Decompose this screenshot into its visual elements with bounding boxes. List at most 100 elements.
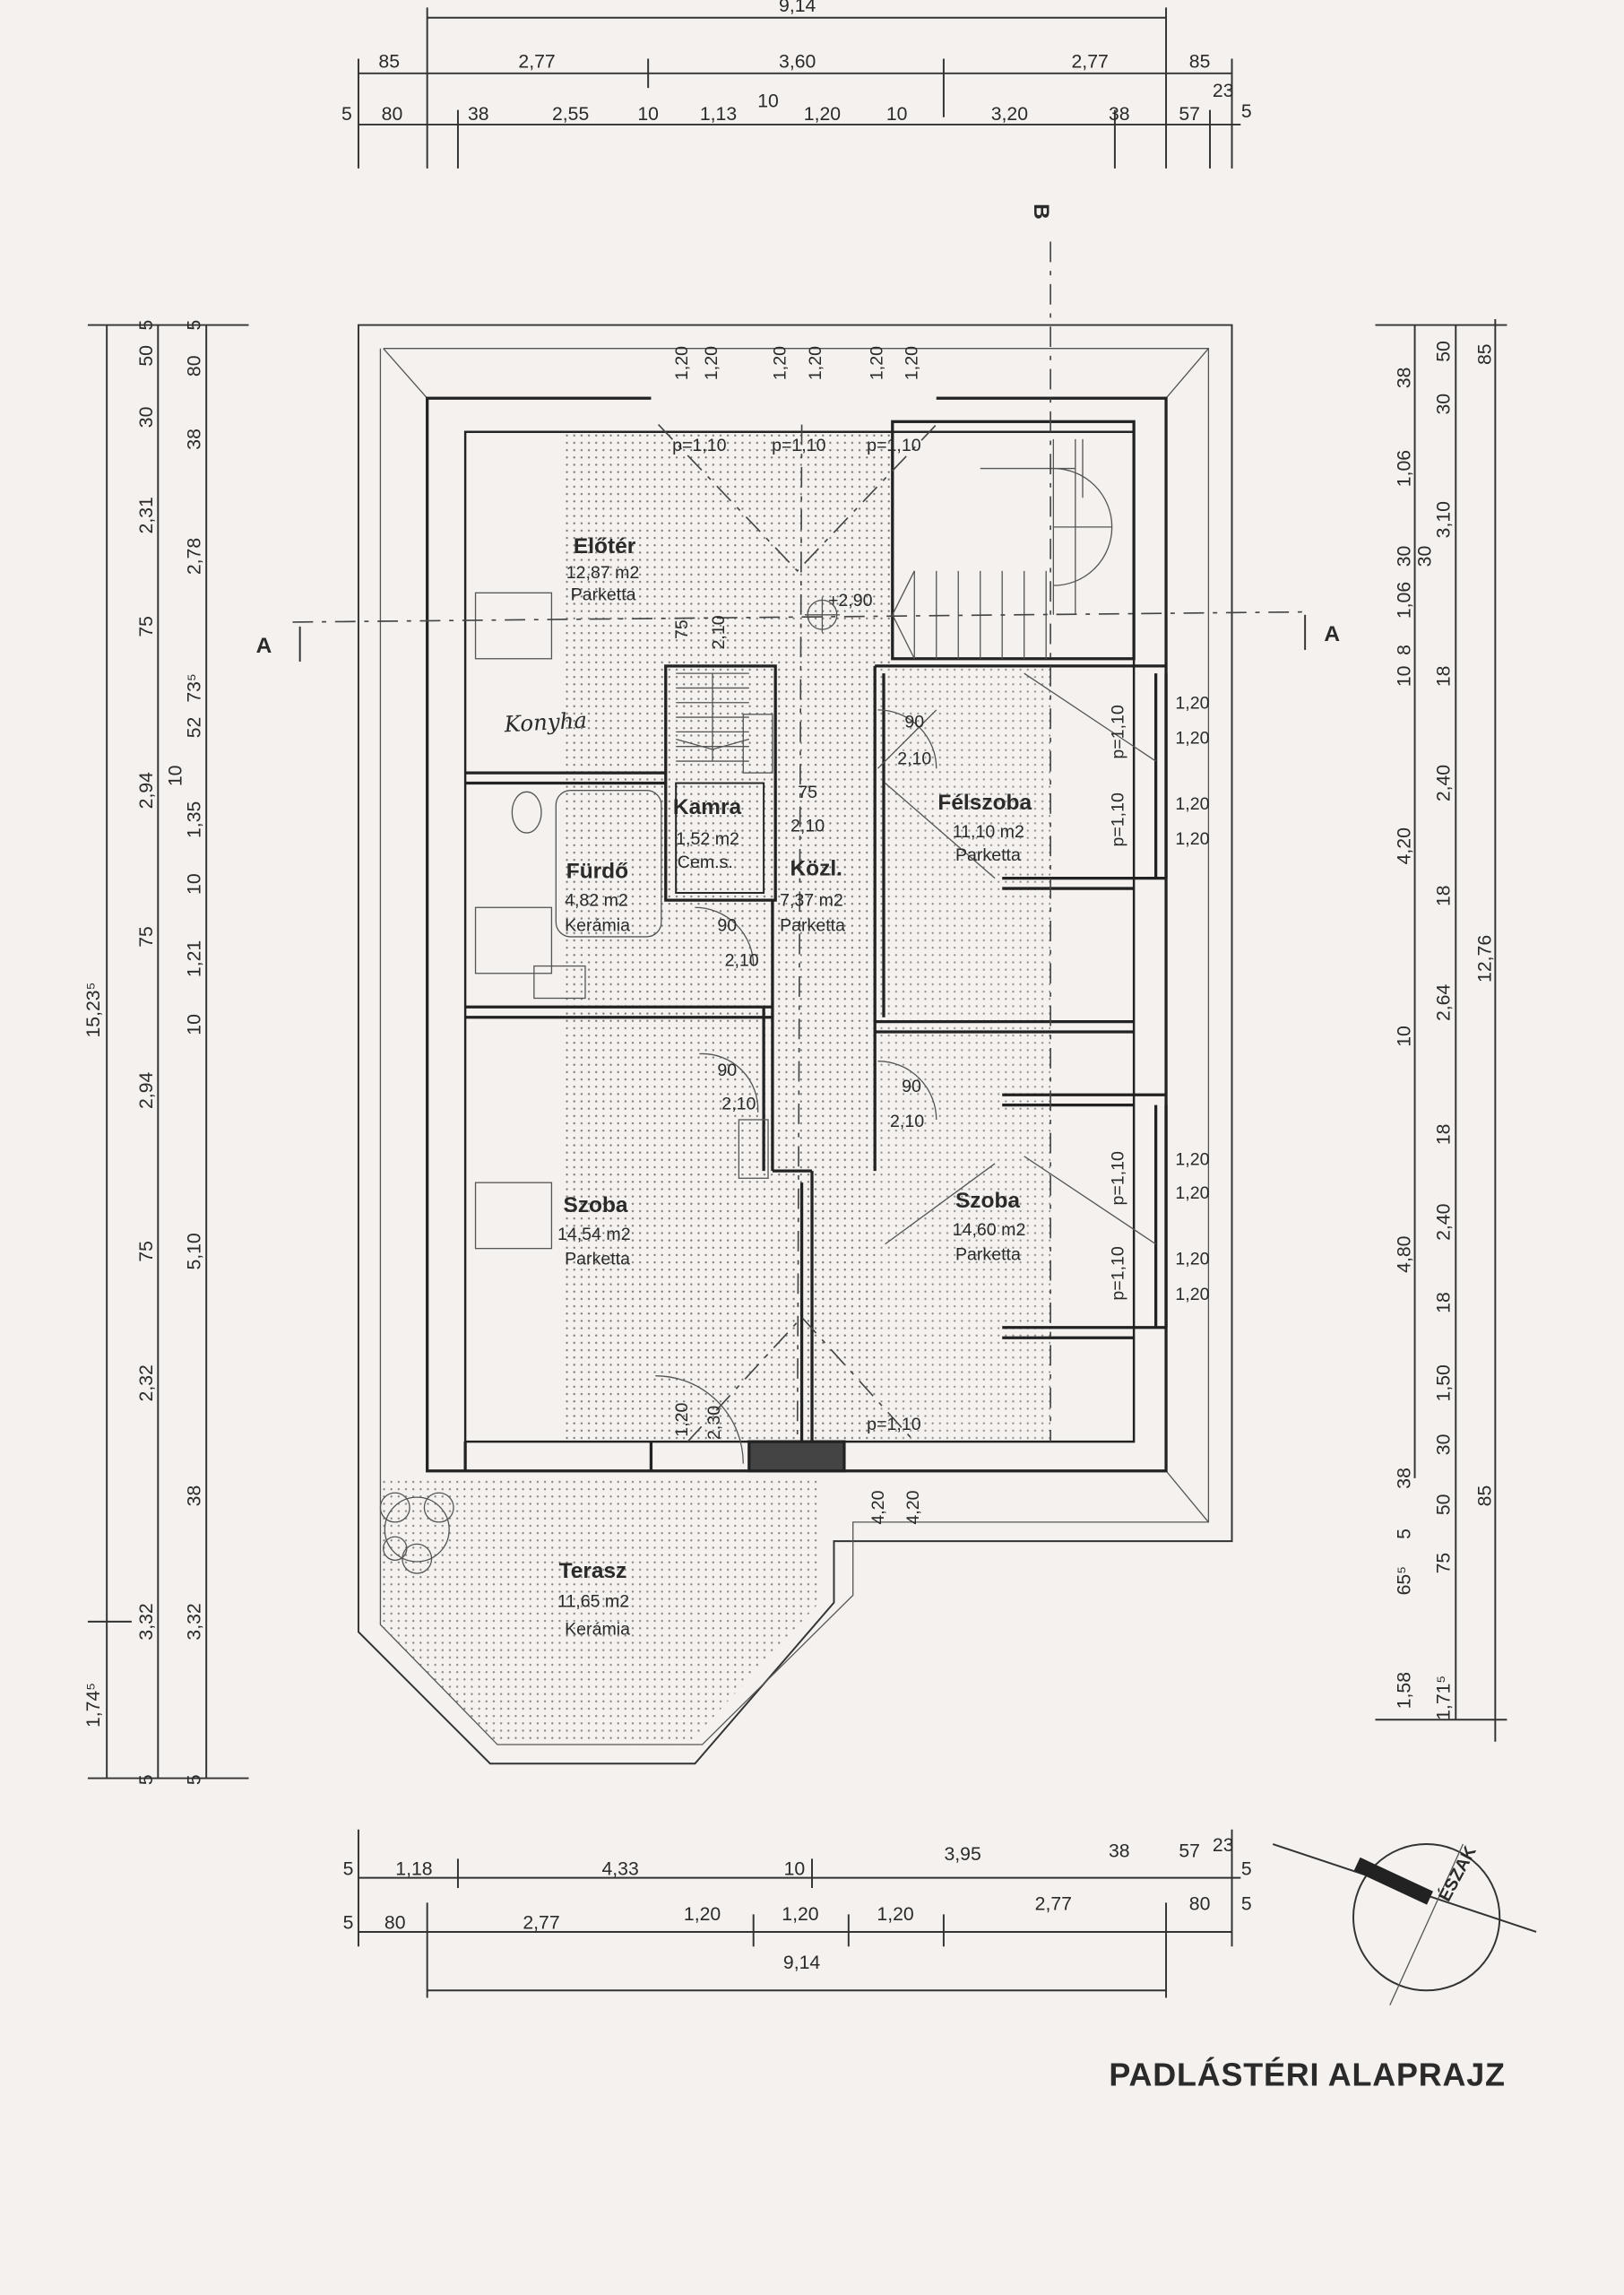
room-name: Közl. [790,856,842,880]
dimension-label: 3,20 [991,104,1028,125]
room-name: Félszoba [937,791,1032,815]
dimension-label: 23 [1213,81,1234,101]
dimension-label: 5 [136,1774,157,1785]
door-width-label: 90 [717,915,737,935]
door-height-label: 2,10 [709,615,729,649]
dimension-label: 2,94 [136,772,157,809]
parapet-height-label: p=1,10 [672,436,727,455]
dimension-label: 18 [1434,1292,1455,1313]
window-width-label: 1,20 [1175,693,1209,713]
room-floor: Cem.s. [678,853,733,872]
dimension-label: 75 [136,1241,157,1262]
dimension-label: 2,40 [1434,1204,1455,1241]
parapet-height-label: p=1,10 [867,436,921,455]
door-width-label: 75 [672,619,692,639]
dimension-label: 1,74⁵ [83,1683,104,1728]
dimension-label: 5 [1241,1893,1252,1914]
dimension-label: 1,58 [1395,1672,1415,1709]
door-height-label: 2,10 [721,1095,756,1114]
room-kamra: Kamra 1,52 m2 Cem.s. [673,795,742,872]
door-swings [655,672,1156,1464]
dimension-label: 5 [343,1913,354,1934]
door-width-label: 90 [902,1077,921,1096]
dimension-label: 1,20 [804,104,841,125]
section-marker-b: B [1029,204,1053,220]
dimension-label: 50 [1434,341,1455,362]
dimension-label: 65⁵ [1395,1566,1415,1595]
parapet-height-label: p=1,10 [1109,792,1128,847]
room-felszoba: Félszoba 11,10 m2 Parketta [937,791,1032,865]
room-area: 12,87 m2 [566,563,640,583]
walls [426,394,1168,1473]
room-eloter: Előtér 12,87 m2 Parketta [566,534,640,604]
dimension-label: 75 [1434,1553,1455,1574]
fixtures [474,592,841,1250]
plant-icon [379,1492,454,1574]
dimension-label: 2,77 [518,51,555,72]
door-width-label: 75 [798,783,817,802]
dimension-label: 5 [1241,101,1252,122]
door-width-label: 1,20 [672,1402,692,1436]
dimension-label: 1,21 [185,940,205,977]
door-width-label: 90 [717,1061,737,1080]
dimension-label: 1,71⁵ [1434,1676,1455,1720]
handwritten-note: Konyha [503,707,588,738]
window-width-label: 1,20 [867,346,886,380]
dimension-label: 10 [637,104,659,125]
dimension-label: 85 [1189,51,1211,72]
room-area: 14,54 m2 [557,1225,631,1244]
room-furdo: Fürdő 4,82 m2 Kerámia [565,860,630,936]
dimension-label: 5 [185,320,205,331]
north-compass: ÉSZAK [1272,1842,1537,2005]
dimension-label: 1,35 [185,801,205,838]
dimension-label: 3,32 [185,1603,205,1640]
dimension-label: 1,20 [877,1904,913,1925]
floor-finish [380,431,1051,1745]
door-height-label: 2,30 [704,1406,724,1440]
room-floor: Parketta [955,1245,1021,1265]
window-width-label: 1,20 [1175,1285,1209,1304]
dimension-label: 2,32 [136,1364,157,1401]
door-width-label: 90 [904,712,924,732]
dimension-label: 85 [1474,1485,1495,1507]
room-area: 11,65 m2 [557,1592,629,1612]
dimension-label: 30 [1415,546,1436,567]
dimension-label: 75 [136,616,157,637]
dimension-label: 30 [136,407,157,429]
window-width-label: 1,20 [1175,1150,1209,1170]
room-floor: Parketta [565,1250,630,1269]
dimension-label: 73⁵ [185,673,205,702]
dimension-label: 38 [1395,368,1415,389]
dimension-label: 12,76 [1474,935,1495,983]
dimension-label: 10 [1395,666,1415,688]
window-width-label: 1,20 [806,346,825,380]
north-label: ÉSZAK [1434,1842,1480,1904]
window-width-label: 1,20 [1175,1183,1209,1203]
room-floor: Parketta [955,845,1021,865]
dimension-label: 38 [1395,1468,1415,1489]
dimension-label: 5 [1241,1858,1252,1879]
dimension-label: 52 [185,717,205,739]
door-height-label: 2,10 [890,1112,924,1131]
door-height-label: 2,10 [897,749,931,768]
dimension-label: 38 [1109,104,1130,125]
dimension-label: 9,14 [779,0,816,16]
dimension-label: 75 [136,926,157,948]
section-marker-a-right: A [1324,622,1340,646]
room-szoba-left: Szoba 14,54 m2 Parketta [557,1193,631,1269]
dimension-label: 15,23⁵ [83,983,104,1038]
dimension-label: 2,55 [552,104,589,125]
drawing-title: PADLÁSTÉRI ALAPRAJZ [1109,2056,1505,2092]
dimension-label: 2,64 [1434,984,1455,1021]
dimension-label: 2,31 [136,497,157,533]
opening-width-label: 4,20 [903,1490,923,1524]
room-floor: Parketta [780,915,845,935]
dimension-label: 8 [1395,645,1415,655]
room-name: Előtér [574,534,636,559]
room-area: 11,10 m2 [953,822,1024,842]
dimension-label: 30 [1434,394,1455,415]
section-marker-a-left: A [256,634,272,658]
parapet-height-label: p=1,10 [1109,705,1128,759]
